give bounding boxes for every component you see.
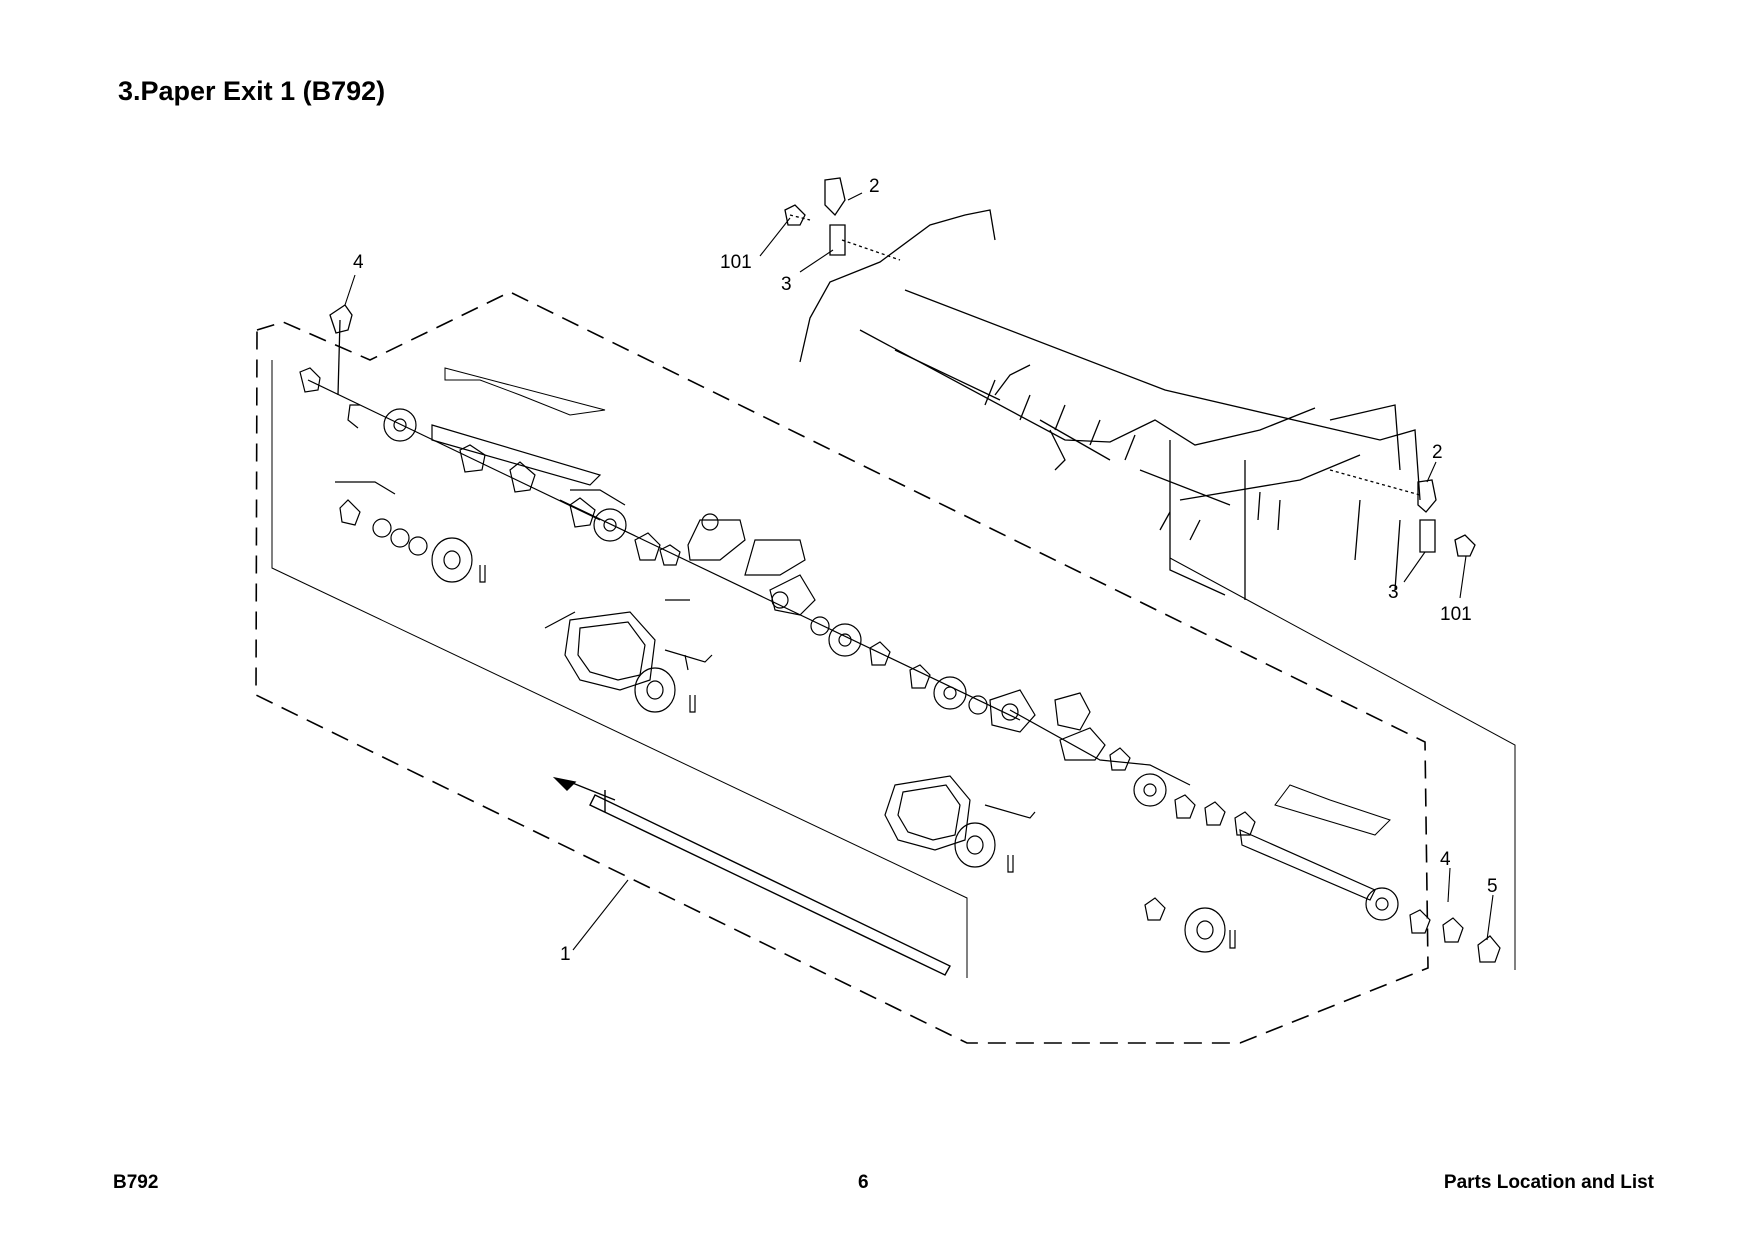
callout-1: 1 (560, 944, 571, 965)
callout-101-top: 101 (720, 252, 752, 273)
top-bracket-parts (784, 177, 901, 261)
parts-strip-left (299, 367, 626, 583)
footer-section: Parts Location and List (1443, 1172, 1654, 1193)
callout-101-right: 101 (1440, 604, 1472, 625)
shaft (552, 776, 951, 976)
callout-2-right: 2 (1432, 442, 1443, 463)
callout-4-right: 4 (1440, 849, 1451, 870)
callout-2-top: 2 (869, 176, 880, 197)
parts-strip-middle (559, 497, 1036, 733)
right-bracket-parts (1329, 469, 1476, 557)
footer-page-number: 6 (858, 1172, 869, 1193)
belt-assembly-1 (544, 599, 713, 713)
leader-lines (344, 192, 1494, 951)
part-4-left (329, 304, 353, 396)
frame-outline-right (1169, 557, 1516, 970)
frame-outline (271, 360, 968, 978)
callout-5: 5 (1487, 876, 1498, 897)
page-title: 3.Paper Exit 1 (B792) (118, 76, 386, 106)
footer-model: B792 (113, 1172, 159, 1193)
callout-3-right: 3 (1388, 582, 1399, 603)
exit-frame (799, 209, 1421, 600)
parts-strip-right (1009, 692, 1501, 963)
assembly-boundary-dashed (255, 291, 1429, 1044)
belt-assembly-2 (884, 775, 1036, 873)
callout-3-top: 3 (781, 274, 792, 295)
callout-4-left: 4 (353, 252, 364, 273)
